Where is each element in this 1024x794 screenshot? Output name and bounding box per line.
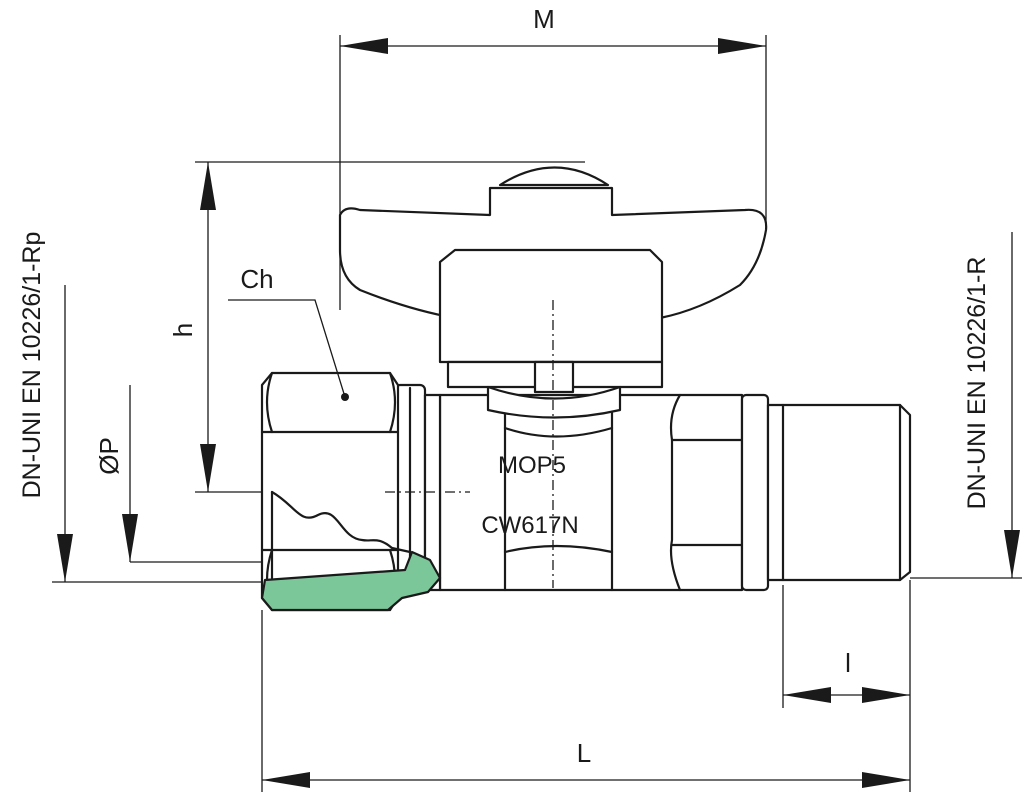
arrowhead: [783, 687, 831, 703]
hex-nut-right: [669, 393, 770, 592]
arrowhead: [57, 534, 73, 582]
arrowhead: [1004, 530, 1020, 578]
arrowhead: [200, 444, 216, 492]
arrowhead: [200, 162, 216, 210]
ch-label: Ch: [240, 264, 273, 294]
thread-seal: [260, 550, 442, 612]
male-thread-end: [766, 403, 912, 582]
arrowhead: [122, 514, 138, 562]
arrowhead: [340, 38, 388, 54]
standard-right: DN-UNI EN 10226/1-R: [910, 232, 1022, 579]
dimension-h-label: h: [168, 323, 198, 337]
standard-left-label: DN-UNI EN 10226/1-Rp: [18, 232, 46, 499]
pressure-marking: MOP5: [498, 452, 566, 479]
cutaway-section: [270, 490, 412, 580]
dimension-h: h: [168, 161, 585, 493]
standard-right-label: DN-UNI EN 10226/1-R: [963, 257, 991, 510]
dimension-l-large-label: L: [577, 738, 591, 768]
material-marking: CW617N: [481, 512, 578, 539]
arrowhead: [862, 687, 910, 703]
dimension-m-label: M: [533, 4, 555, 34]
dimension-l-small-label: l: [845, 648, 851, 678]
butterfly-handle: [338, 166, 768, 419]
ch-callout: Ch: [228, 264, 346, 398]
dimension-l-small: l: [782, 580, 911, 792]
dimension-m: M: [339, 4, 767, 310]
dimension-op-label: ØP: [94, 437, 124, 475]
arrowhead: [718, 38, 766, 54]
arrowhead: [862, 772, 910, 788]
arrowhead: [262, 772, 310, 788]
standard-left: DN-UNI EN 10226/1-Rp: [18, 232, 270, 583]
dimension-l-large: L: [261, 610, 910, 792]
